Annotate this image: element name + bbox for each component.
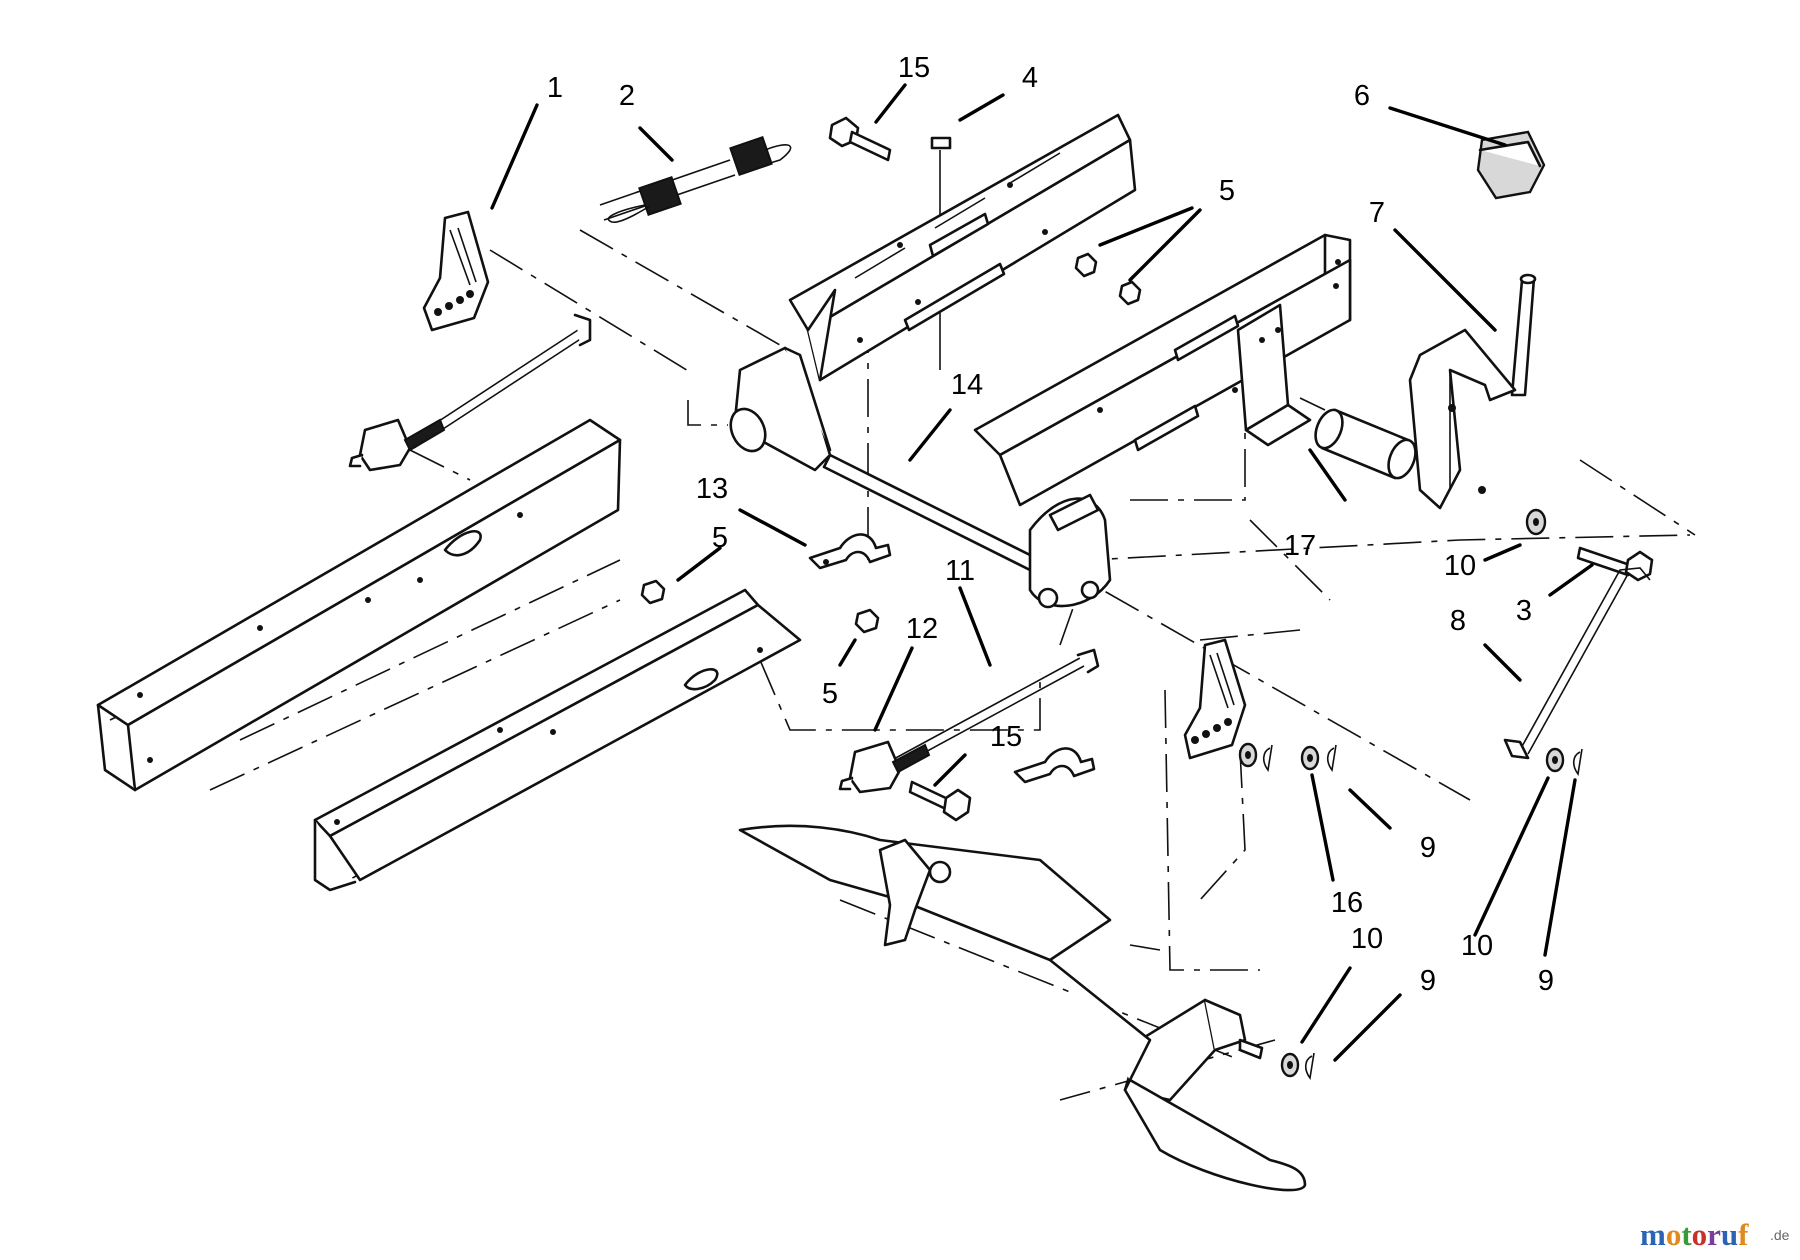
callout-5-center: 5: [822, 678, 838, 710]
cross-shaft: [729, 346, 1112, 609]
callout-9-b: 9: [1420, 965, 1436, 997]
callout-10-upper: 10: [1444, 550, 1476, 582]
hairpin-clip-b: [1326, 744, 1337, 772]
callout-15-top: 15: [898, 52, 930, 84]
watermark-letter: o: [1666, 1217, 1682, 1252]
callout-14: 14: [951, 369, 983, 401]
callout-17: 17: [1284, 530, 1316, 562]
callouts: 1 2 15 4 6 7 5 14 13 5 17 10 3 8 11 12 5…: [547, 52, 1554, 997]
bolt-3: [1576, 546, 1654, 582]
hex-nut-upper-2: [1118, 280, 1142, 306]
callout-5-upper: 5: [1219, 175, 1235, 207]
shoulder-bolt-lower: [908, 780, 972, 822]
shoulder-bolt-top: [828, 116, 892, 162]
roller: [1299, 397, 1417, 480]
upper-center-channel: [788, 113, 1137, 382]
hairpin-clip-right: [1572, 748, 1583, 776]
callout-6: 6: [1354, 80, 1370, 112]
watermark-letter: r: [1707, 1217, 1721, 1252]
washer-16a: [1238, 742, 1258, 768]
callout-16: 16: [1331, 887, 1363, 919]
adjustment-plate: [422, 210, 490, 332]
rod-8: [1503, 567, 1651, 760]
callout-10-lower: 10: [1351, 923, 1383, 955]
callout-9-right: 9: [1538, 965, 1554, 997]
callout-13: 13: [696, 473, 728, 505]
hex-nut-left: [640, 579, 666, 605]
extension-spring: [599, 135, 792, 223]
lower-left-channel: [313, 588, 802, 892]
strap-bracket-lower: [1013, 747, 1096, 784]
watermark-letter: u: [1721, 1217, 1738, 1252]
callout-4: 4: [1022, 62, 1038, 94]
callout-3: 3: [1516, 595, 1532, 627]
callout-1: 1: [547, 72, 563, 104]
callout-10-right: 10: [1461, 930, 1493, 962]
hex-nut-center: [854, 608, 880, 634]
callout-9-a: 9: [1420, 832, 1436, 864]
watermark-letter: f: [1738, 1217, 1749, 1252]
washer-16b: [1300, 745, 1320, 771]
watermark-text: motoruf: [1640, 1217, 1749, 1252]
callout-12: 12: [906, 613, 938, 645]
watermark-logo: motoruf .de: [1640, 1217, 1790, 1252]
callout-15-lower: 15: [990, 721, 1022, 753]
callout-2: 2: [619, 80, 635, 112]
knob: [1476, 130, 1546, 200]
center-rod-trunnion: [838, 648, 1100, 794]
adjustment-plate-lower: [1183, 638, 1247, 760]
watermark-letter: t: [1681, 1217, 1692, 1252]
leader-lines: [490, 83, 1594, 1062]
strap-bracket-13: [808, 533, 892, 570]
hex-nut-upper-1: [1074, 252, 1098, 278]
callout-8: 8: [1450, 605, 1466, 637]
washer-10-right: [1545, 747, 1565, 773]
deck-lift-arm: [738, 824, 1307, 1192]
watermark-suffix: .de: [1770, 1227, 1790, 1243]
washer-10-upper: [1525, 508, 1547, 536]
left-channel-frame: [96, 418, 622, 792]
callout-7: 7: [1369, 197, 1385, 229]
left-rod-trunnion: [348, 313, 592, 472]
callout-5-left: 5: [712, 522, 728, 554]
hairpin-clip-bottom: [1304, 1052, 1315, 1080]
right-channel-frame: [973, 233, 1352, 507]
hairpin-clip-a: [1262, 744, 1273, 772]
angle-bracket: [1236, 303, 1312, 447]
lever: [1408, 273, 1537, 510]
watermark-letter: m: [1640, 1217, 1666, 1252]
washer-10-bottom: [1280, 1052, 1300, 1078]
watermark-letter: o: [1692, 1217, 1708, 1252]
callout-11: 11: [945, 555, 975, 587]
